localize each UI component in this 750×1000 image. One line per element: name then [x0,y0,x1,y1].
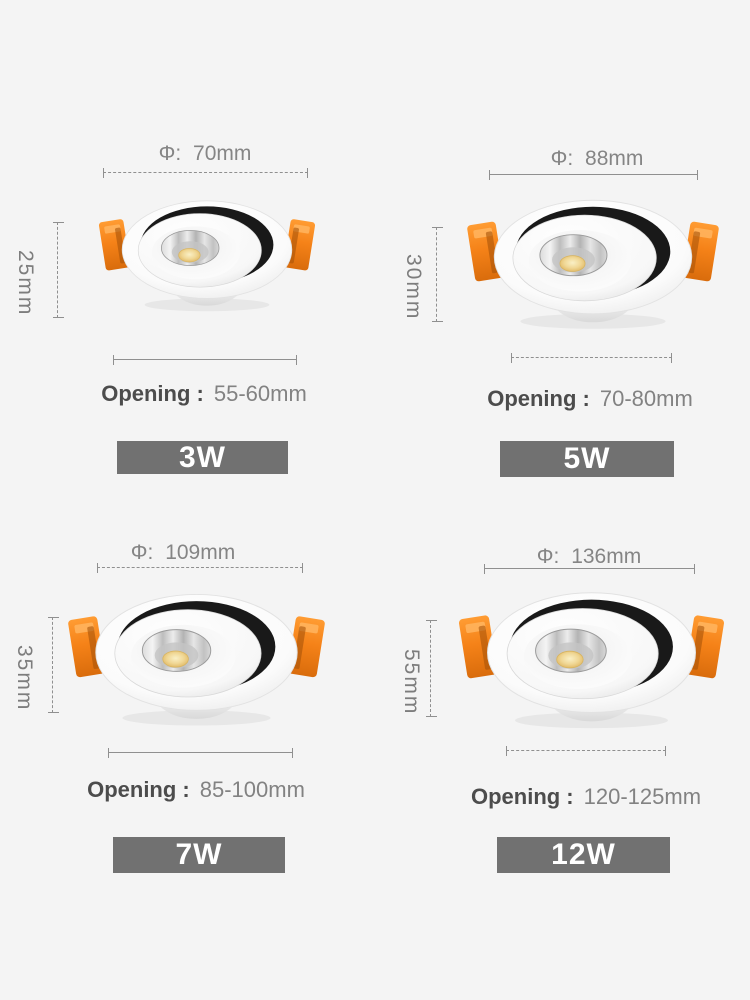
downlight-image-5w [466,199,720,330]
diameter-label: Φ: 136mm [536,545,642,568]
opening-dimension-line [506,746,666,756]
diameter-dimension-line [484,564,695,574]
diameter-label: Φ: 88mm [550,147,644,170]
opening-value: 85-100mm [199,777,305,802]
wattage-badge: 3W [117,441,288,474]
opening-text: Opening : 55-60mm [101,381,307,407]
wattage-badge: 12W [497,837,670,873]
product-panel-3w: Φ: 70mm 25mm Opening : 55-60mm 3W [0,120,375,500]
height-dimension-line [432,227,443,322]
opening-value: 55-60mm [213,381,307,406]
opening-text: Opening : 120-125mm [471,784,701,810]
opening-dimension-line [113,355,297,365]
opening-label: Opening : [101,381,204,406]
height-dimension-line [426,620,437,717]
product-panel-5w: Φ: 88mm 30mm Opening : 70-80mm 5W [375,120,750,500]
opening-label: Opening : [87,777,190,802]
wattage-badge: 7W [113,837,285,873]
diameter-label: Φ: 70mm [158,142,252,165]
downlight-image-7w [67,593,326,727]
opening-text: Opening : 70-80mm [487,386,693,412]
opening-value: 120-125mm [583,784,702,809]
downlight-image-3w [98,200,316,312]
product-panel-7w: Φ: 109mm 35mm Opening : 85-100mm 7W [0,515,375,895]
diameter-dimension-line [97,563,303,573]
opening-text: Opening : 85-100mm [87,777,305,803]
wattage-badge: 5W [500,441,674,477]
opening-value: 70-80mm [599,386,693,411]
opening-label: Opening : [487,386,590,411]
diameter-label: Φ: 109mm [130,541,236,564]
diameter-dimension-line [489,170,698,180]
height-label: 55mm [400,649,423,716]
height-label: 25mm [14,250,37,317]
height-dimension-line [53,222,64,318]
opening-dimension-line [108,748,293,758]
height-label: 30mm [402,254,425,321]
height-dimension-line [48,617,59,713]
opening-dimension-line [511,353,672,363]
diameter-dimension-line [103,168,308,178]
height-label: 35mm [13,645,36,712]
product-panel-12w: Φ: 136mm 55mm Opening : 120-125mm 12W [375,515,750,895]
downlight-image-12w [457,592,726,729]
opening-label: Opening : [470,784,574,809]
